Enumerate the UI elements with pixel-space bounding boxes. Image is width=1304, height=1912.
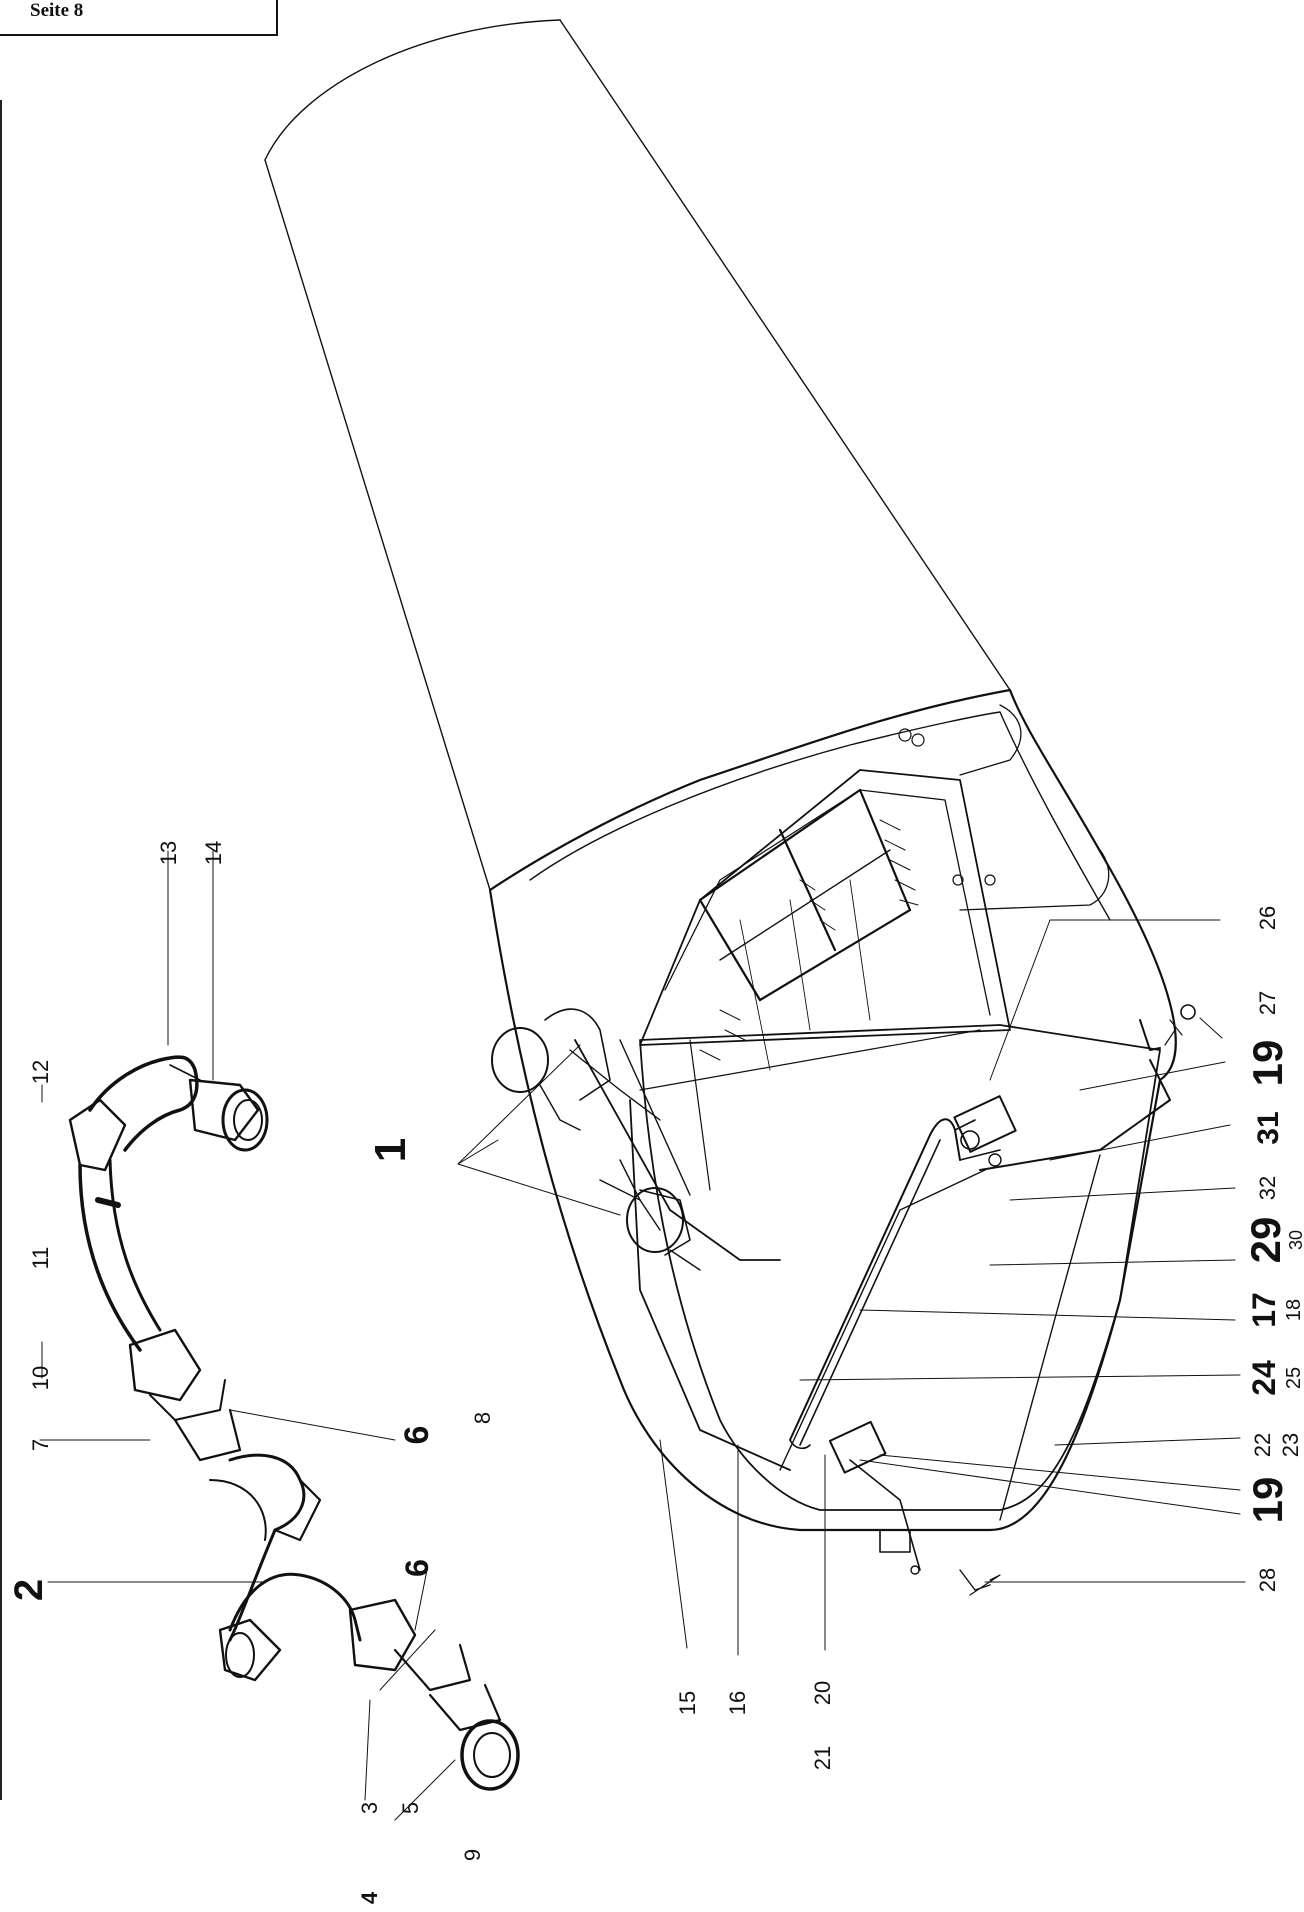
- fuel-pump: [599, 1159, 701, 1271]
- callout-1: 1: [366, 1138, 415, 1162]
- callout-5: 5: [398, 1802, 423, 1814]
- pipe-assembly: [68, 1055, 520, 1791]
- callout-2: 2: [7, 1579, 51, 1601]
- callout-32: 32: [1255, 1176, 1280, 1200]
- callout-9: 9: [460, 1849, 485, 1861]
- callout-24: 24: [1246, 1360, 1282, 1396]
- drain-fitting: [959, 1569, 1001, 1596]
- bracket-fitting: [1139, 1004, 1196, 1051]
- callout-10: 10: [28, 1366, 53, 1390]
- callout-11: 11: [28, 1247, 53, 1270]
- callout-28: 28: [1255, 1568, 1280, 1592]
- left-margin-rule: [0, 100, 2, 1800]
- page-header-box: Seite 8: [0, 0, 278, 36]
- supply-hose: [574, 1039, 781, 1261]
- lower-line: [629, 1099, 986, 1471]
- callout-14: 14: [201, 841, 226, 865]
- wing-body: [264, 19, 1177, 1532]
- callout-31: 31: [1252, 1111, 1285, 1144]
- callout-4: 4: [357, 1891, 382, 1904]
- callout-13: 13: [156, 841, 181, 865]
- callout-25: 25: [1283, 1367, 1304, 1389]
- callout-17: 17: [1246, 1292, 1282, 1328]
- callout-23: 23: [1278, 1433, 1303, 1457]
- callout-6-lower: 6: [399, 1559, 435, 1577]
- callout-19-upper: 19: [1244, 1040, 1291, 1087]
- callout-29: 29: [1242, 1217, 1289, 1264]
- filler-neck-assembly: [491, 1008, 661, 1131]
- callout-18: 18: [1283, 1299, 1304, 1321]
- callout-16: 16: [725, 1691, 750, 1715]
- callout-8: 8: [470, 1412, 495, 1424]
- valve-fitting-lower: [828, 1420, 921, 1575]
- fuel-line-loop: [789, 1118, 1001, 1450]
- vent-line: [979, 1059, 1171, 1521]
- callout-6-upper: 6: [398, 1426, 436, 1445]
- callout-21: 21: [810, 1746, 835, 1770]
- fuel-tank: [639, 769, 1011, 1071]
- callout-20: 20: [810, 1681, 835, 1705]
- callout-7: 7: [28, 1439, 53, 1451]
- callout-27: 27: [1255, 991, 1280, 1015]
- callout-26: 26: [1255, 906, 1280, 930]
- callout-12: 12: [28, 1060, 53, 1084]
- callout-30: 30: [1286, 1230, 1304, 1250]
- leader-lines: [39, 850, 1246, 1821]
- valve-fitting-upper: [953, 1095, 1017, 1167]
- callout-22: 22: [1250, 1433, 1275, 1457]
- callout-3: 3: [357, 1802, 382, 1814]
- callout-15: 15: [675, 1691, 700, 1715]
- page-label: Seite 8: [30, 0, 84, 21]
- callout-19-lower: 19: [1244, 1477, 1291, 1524]
